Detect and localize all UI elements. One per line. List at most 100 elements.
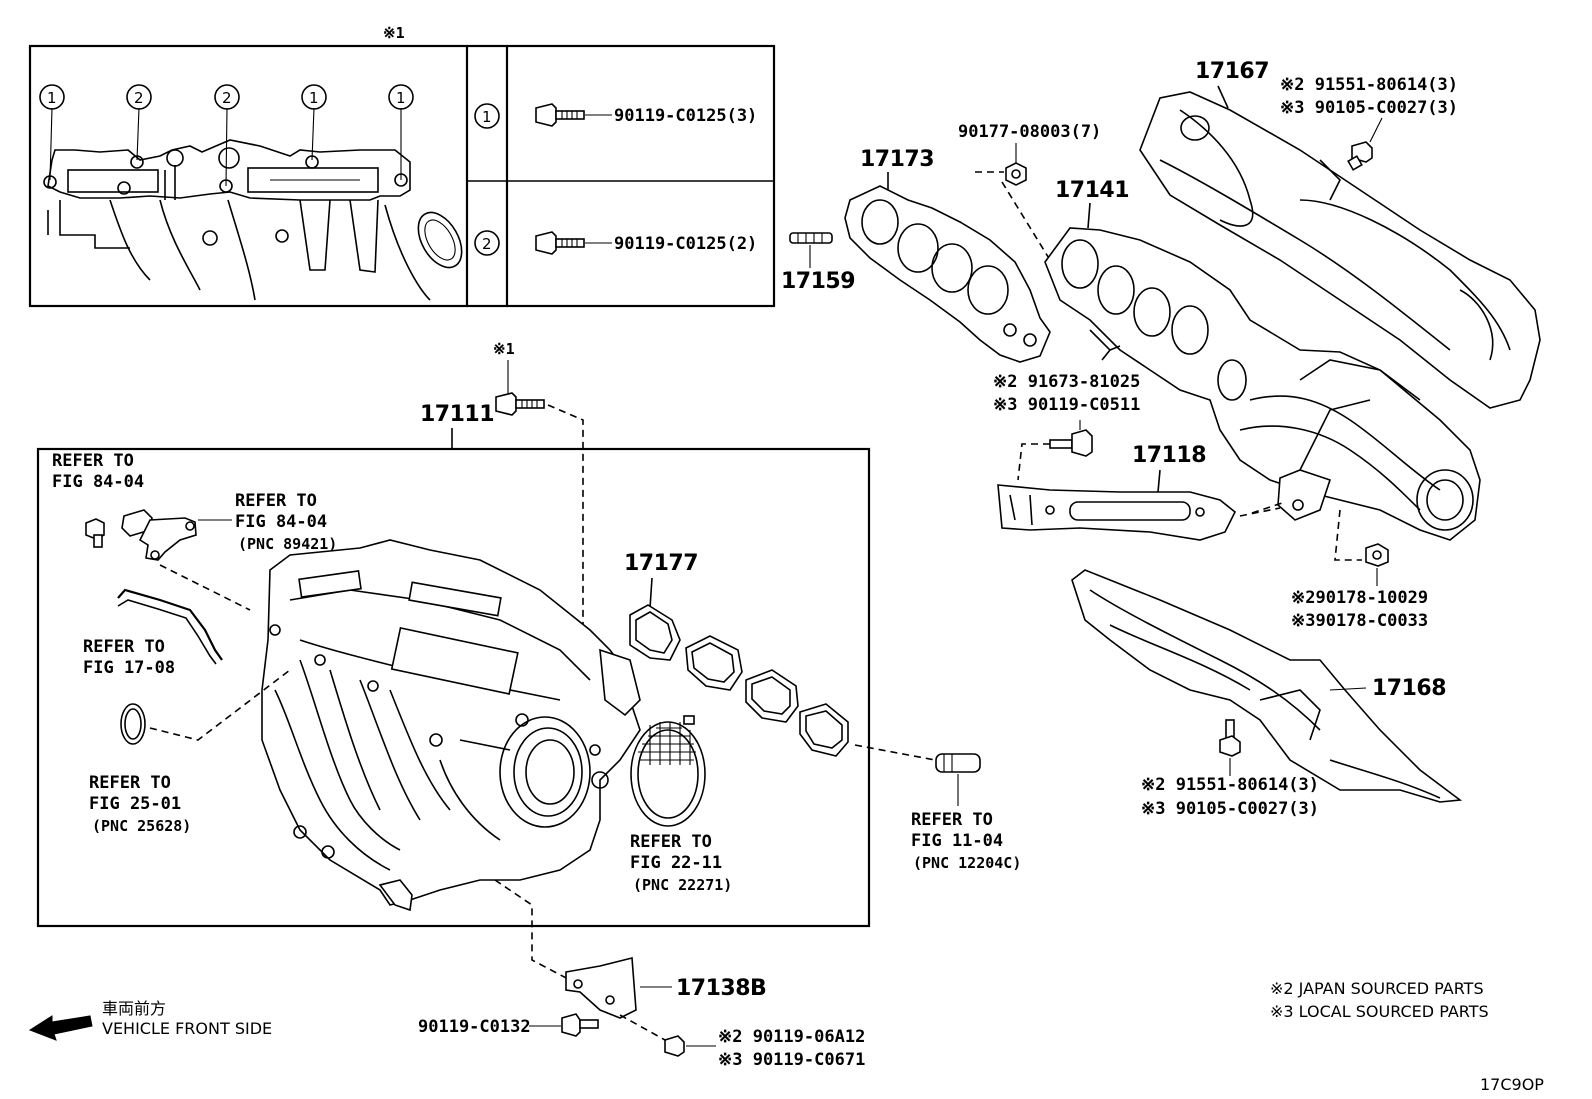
front-label-en: VEHICLE FRONT SIDE (102, 1019, 272, 1038)
bolt-icon (561, 1013, 581, 1037)
stud-90119-c0132: 90119-C0132 (418, 1013, 599, 1037)
ref-line: FIG 84-04 (52, 472, 144, 492)
ref-line: REFER TO (911, 810, 993, 830)
inset-row-2: 2 90119-C0125(2) (474, 230, 757, 256)
part-label-17118: 17118 (1132, 443, 1206, 468)
stud-17159: 17159 (781, 232, 856, 294)
bracket-17138b: 17138B (494, 879, 767, 1041)
dual-label-japan: ※2 91673-81025 (993, 372, 1140, 392)
callout-number: 1 (47, 89, 57, 107)
flange-sketch (47, 139, 463, 301)
dual-label-japan: ※290178-10029 (1291, 588, 1428, 608)
throttle-gasket-ref (630, 715, 706, 827)
part-label-17168: 17168 (1372, 676, 1446, 701)
dual-label-local: ※3 90119-C0511 (993, 395, 1140, 415)
bolt-lower-right (1219, 719, 1241, 776)
intake-frame (36, 447, 871, 928)
row-key: 2 (482, 235, 492, 253)
part-label-17159: 17159 (781, 269, 855, 294)
part-label-17167: 17167 (1195, 59, 1269, 84)
ref-line: FIG 17-08 (83, 658, 175, 678)
part-label-stud: 90119-C0132 (418, 1017, 531, 1037)
seal-ring-ref (120, 669, 291, 745)
gasket-17173: 17173 (844, 147, 1051, 363)
nut-90178 (1334, 509, 1389, 586)
injector-ref (935, 753, 981, 806)
ref-line: FIG 25-01 (89, 794, 181, 814)
bolt-icon (1071, 429, 1093, 457)
inset-panel: ※1 (28, 24, 776, 308)
bolt-bottom (664, 1035, 716, 1057)
figure-code: 17C9OP (1480, 1075, 1544, 1094)
callout-number: 2 (222, 89, 232, 107)
bolt-mark: ※1 (493, 340, 515, 358)
front-arrow-icon (28, 1015, 93, 1041)
callout-circle (214, 84, 240, 110)
bolt-icon (535, 103, 557, 127)
ref-line: REFER TO (630, 832, 712, 852)
ref-pnc: (PNC 22271) (633, 876, 732, 894)
callout-number: 1 (309, 89, 319, 107)
dual-label-japan: ※2 91551-80614(3) (1141, 775, 1319, 795)
bolt-icon (1219, 735, 1241, 757)
dual-label-local: ※390178-C0033 (1291, 611, 1428, 631)
ref-pnc: (PNC 25628) (92, 817, 191, 835)
inset-row-1: 1 90119-C0125(3) (474, 103, 757, 129)
vehicle-front-indicator: 車両前方 VEHICLE FRONT SIDE (28, 999, 272, 1041)
row-key: 1 (482, 108, 492, 126)
dual-label-local: ※3 90105-C0027(3) (1141, 799, 1319, 819)
ref-line: REFER TO (83, 637, 165, 657)
ref-line: FIG 84-04 (235, 512, 327, 532)
bolt-mid (1017, 420, 1093, 481)
sourcing-legend: ※2 JAPAN SOURCED PARTS ※3 LOCAL SOURCED … (1270, 979, 1489, 1021)
callout-circle (388, 84, 414, 110)
inset-mark: ※1 (383, 24, 405, 42)
part-label-17177: 17177 (624, 551, 698, 576)
callout-number: 1 (396, 89, 406, 107)
nut-icon (1005, 162, 1027, 186)
part-label-17111: 17111 (420, 402, 494, 427)
bolt-upper-right (1347, 117, 1383, 171)
bracket-17118: 17118 (997, 443, 1281, 541)
row-part-number: 90119-C0125(3) (614, 106, 757, 126)
dual-label-local: ※3 90105-C0027(3) (1280, 98, 1458, 118)
front-label-jp: 車両前方 (102, 999, 166, 1018)
legend-japan: ※2 JAPAN SOURCED PARTS (1270, 979, 1484, 998)
gasket-17177: 17177 (624, 551, 936, 761)
ref-line: REFER TO (235, 491, 317, 511)
callout-circle (301, 84, 327, 110)
bolt-icon (85, 518, 105, 540)
reference-labels: REFER TO FIG 84-04 REFER TO FIG 84-04 (P… (52, 451, 1021, 894)
part-label-17141: 17141 (1055, 178, 1129, 203)
callout-circle (126, 84, 152, 110)
dual-label-local: ※3 90119-C0671 (718, 1050, 865, 1070)
sensor-89421 (85, 509, 251, 611)
ref-line: REFER TO (89, 773, 171, 793)
ref-pnc: (PNC 12204C) (913, 854, 1021, 872)
intake-manifold-group: 17111 ※1 (36, 340, 981, 1057)
ref-pnc: (PNC 89421) (238, 535, 337, 553)
ref-line: REFER TO (52, 451, 134, 471)
dual-label-japan: ※2 90119-06A12 (718, 1027, 865, 1047)
legend-local: ※3 LOCAL SOURCED PARTS (1270, 1002, 1489, 1021)
row-part-number: 90119-C0125(2) (614, 234, 757, 254)
callout-number: 2 (134, 89, 144, 107)
hose-ref (117, 588, 223, 665)
intake-manifold (261, 539, 641, 912)
bolt-icon (664, 1035, 685, 1057)
bolt-icon (495, 392, 517, 416)
heat-insulator-17168: 17168 (1071, 569, 1463, 803)
ref-line: FIG 22-11 (630, 853, 722, 873)
ref-line: FIG 11-04 (911, 831, 1003, 851)
part-label-17138b: 17138B (676, 976, 766, 1001)
dual-labels: ※2 91551-80614(3) ※3 90105-C0027(3) ※2 9… (718, 75, 1458, 1070)
nut-90177-08003: 90177-08003(7) (958, 122, 1101, 261)
part-label-nut: 90177-08003(7) (958, 122, 1101, 142)
part-label-17173: 17173 (860, 147, 934, 172)
bolt-icon (535, 231, 557, 255)
inset-callouts: 1 2 2 1 1 (39, 84, 414, 193)
heat-insulator-17167: 17167 (1139, 59, 1541, 409)
callout-circle (39, 84, 65, 110)
nut-icon (1365, 543, 1389, 567)
